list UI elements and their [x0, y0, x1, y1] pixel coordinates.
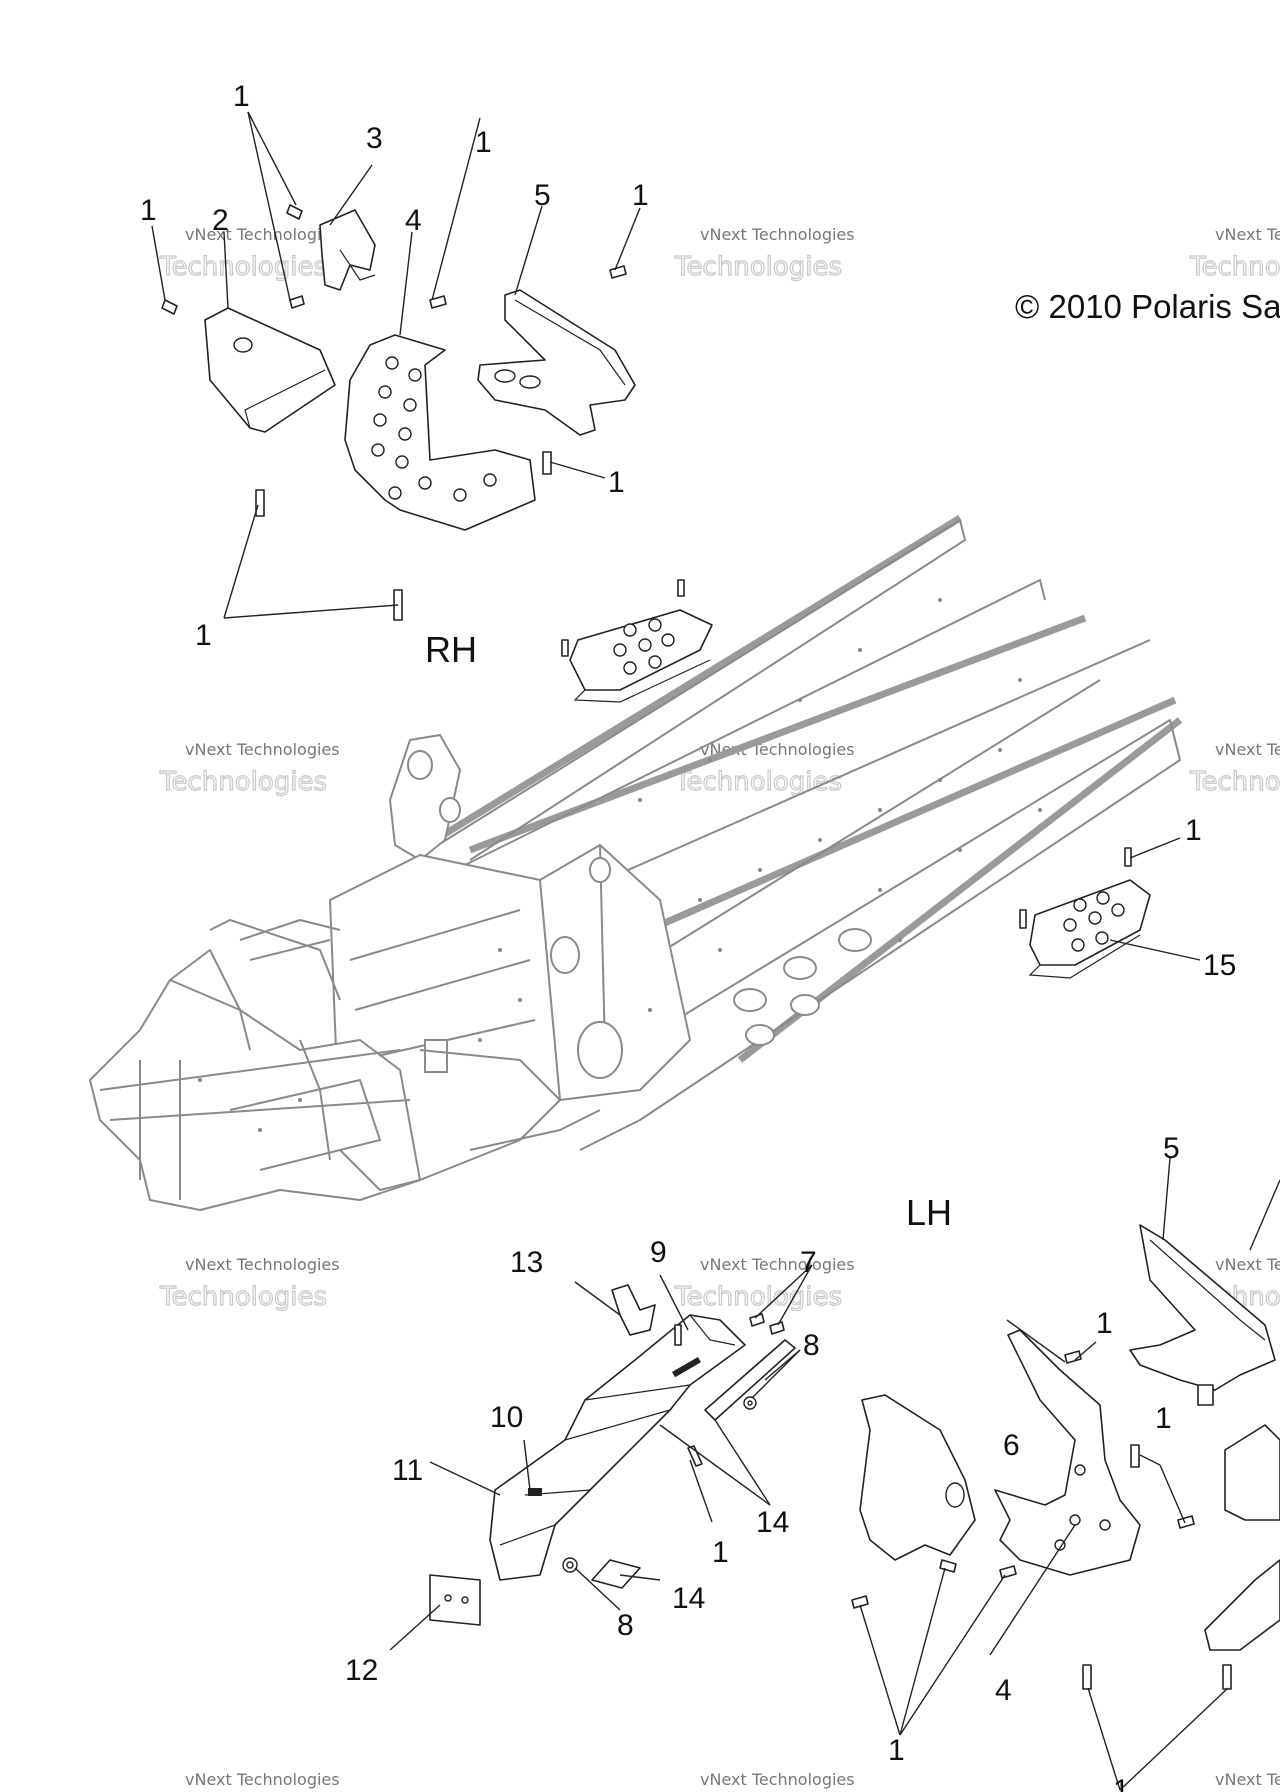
svg-text:vNext Technologies: vNext Technologies [185, 1770, 340, 1789]
callout-15: 15 [1203, 949, 1236, 982]
lh-part-11-footrest [489, 1314, 746, 1581]
callout-7: 7 [800, 1246, 817, 1279]
rh-rivets [161, 204, 627, 621]
svg-text:Technologies: Technologies [1189, 252, 1280, 282]
callout-1: 1 [1113, 1774, 1130, 1792]
callout-1: 1 [1185, 814, 1202, 847]
watermark: Technologies vNext Technologies [158, 225, 340, 283]
callout-1: 1 [233, 80, 250, 113]
callout-11: 11 [392, 1454, 423, 1487]
callout-12: 12 [345, 1654, 378, 1687]
watermark: Technologies vNext Technologies [673, 225, 855, 283]
callout-1: 1 [1096, 1307, 1113, 1340]
rh-part-4-panel [344, 334, 536, 531]
svg-text:Technologies: Technologies [674, 767, 842, 797]
svg-text:Technologies: Technologies [1189, 767, 1280, 797]
callout-8: 8 [803, 1329, 820, 1362]
side-label-rh: RH [425, 629, 477, 670]
svg-text:vNext Technologies: vNext Technologies [1215, 1255, 1280, 1274]
callout-5: 5 [1163, 1132, 1180, 1165]
callout-14: 14 [756, 1506, 789, 1539]
watermark: Technologies vNext Technologies [673, 740, 855, 798]
side-label-lh: LH [906, 1192, 952, 1233]
svg-text:vNext Technologies: vNext Technologies [1215, 1770, 1280, 1789]
lh-leader-lines [389, 1157, 1280, 1791]
rh-part-2-bracket [204, 307, 336, 433]
lh-edge-parts [1204, 1424, 1280, 1651]
callout-1: 1 [1155, 1402, 1172, 1435]
callout-1: 1 [195, 619, 212, 652]
leader-line [1109, 939, 1201, 961]
svg-text:vNext Technologies: vNext Technologies [185, 225, 340, 244]
callout-9: 9 [650, 1236, 667, 1269]
lh-part-8-grommet [562, 1396, 757, 1573]
callout-2: 2 [212, 204, 229, 237]
callout-10: 10 [490, 1401, 523, 1434]
callout-1: 1 [475, 126, 492, 159]
svg-text:vNext Technologies: vNext Technologies [185, 740, 340, 759]
svg-text:vNext Technologies: vNext Technologies [1215, 740, 1280, 759]
svg-text:vNext Technologies: vNext Technologies [1215, 225, 1280, 244]
chassis-frame [89, 515, 1183, 1211]
callout-3: 3 [366, 122, 383, 155]
callout-4: 4 [995, 1674, 1012, 1707]
callout-1: 1 [888, 1734, 905, 1767]
svg-text:vNext Technologies: vNext Technologies [700, 1255, 855, 1274]
callout-13: 13 [510, 1246, 543, 1279]
copyright-text: © 2010 Polaris Sa [1015, 288, 1280, 325]
rh-leader-lines [151, 111, 641, 619]
watermark: Technologies vNext Technologies [158, 740, 340, 798]
leader-line [1129, 837, 1181, 859]
watermark: Technologies vNext Technologies [700, 1770, 855, 1789]
rh-part-3-bracket [319, 209, 376, 291]
lh-part-7-screws [674, 1313, 785, 1467]
svg-text:Technologies: Technologies [159, 252, 327, 282]
svg-text:vNext Technologies: vNext Technologies [700, 225, 855, 244]
lh-part-12-plate [429, 1574, 481, 1626]
svg-text:Technologies: Technologies [674, 252, 842, 282]
svg-text:vNext Technologies: vNext Technologies [700, 1770, 855, 1789]
lh-part-6-bracket [859, 1394, 976, 1561]
watermark: Technologies vNext Technologies [185, 1770, 340, 1789]
callout-1: 1 [712, 1536, 729, 1569]
svg-text:Technologies: Technologies [674, 1282, 842, 1312]
callout-1: 1 [140, 194, 157, 227]
callout-5: 5 [534, 179, 551, 212]
svg-text:Technologies: Technologies [159, 767, 327, 797]
rh-part-5-toehold [477, 289, 636, 436]
watermark: Technologies vNext Technologies [673, 1255, 855, 1313]
callout-6: 6 [1003, 1429, 1020, 1462]
svg-text:vNext Technologies: vNext Technologies [185, 1255, 340, 1274]
svg-text:vNext Technologies: vNext Technologies [700, 740, 855, 759]
callout-8: 8 [617, 1609, 634, 1642]
callout-14: 14 [672, 1582, 705, 1615]
watermark: Technologies vNext Technologies [1188, 225, 1280, 283]
watermark: Technologies vNext Technologies [1215, 1770, 1280, 1789]
svg-text:Technologies: Technologies [159, 1282, 327, 1312]
lh-part-14-strip [591, 1339, 796, 1589]
callout-1: 1 [608, 466, 625, 499]
mid-footrest-bracket [561, 579, 713, 703]
lh-part-4-panel [994, 1329, 1141, 1576]
watermark: Technologies vNext Technologies [1188, 740, 1280, 798]
part-15-footrest-bracket [1019, 847, 1151, 979]
watermark: Technologies vNext Technologies [158, 1255, 340, 1313]
lh-part-13-clip [611, 1284, 656, 1336]
lh-part-5-toehold [1129, 1224, 1276, 1406]
callout-1: 1 [632, 179, 649, 212]
callout-4: 4 [405, 204, 422, 237]
lh-rivets [851, 1350, 1232, 1690]
